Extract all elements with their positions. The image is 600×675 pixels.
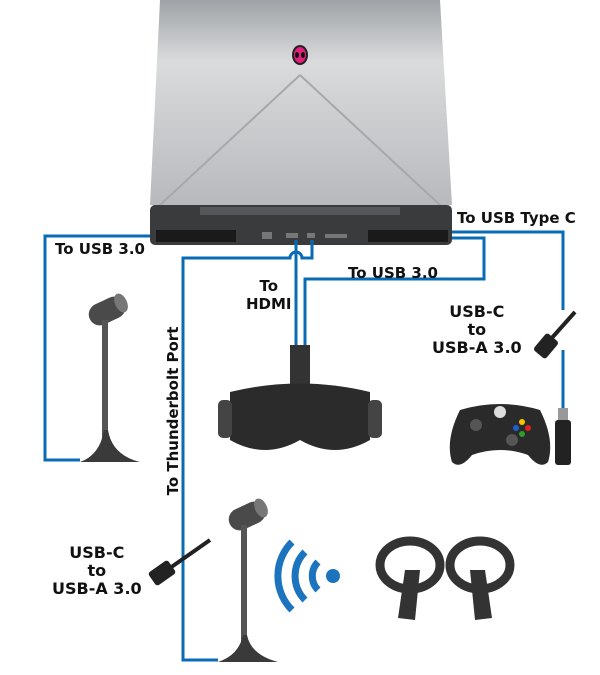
sensor-icon (218, 498, 278, 662)
vr-headset-icon (218, 345, 382, 450)
label-hdmi: To HDMI (246, 277, 292, 313)
label-thunderbolt: To Thunderbolt Port (164, 326, 182, 496)
alien-logo-icon (292, 45, 308, 65)
laptop-icon (150, 0, 452, 245)
wifi-signal-icon (274, 539, 340, 613)
label-left-sensor-usb: To USB 3.0 (55, 240, 145, 258)
cable-usb-type-c (452, 230, 565, 310)
label-adapter-right: USB-C to USB-A 3.0 (432, 302, 522, 357)
label-usb-type-c: To USB Type C (457, 209, 576, 227)
wireless-dongle-icon (555, 408, 571, 465)
cable-headset-usb (303, 236, 486, 345)
usb-c-adapter-icon (148, 538, 212, 586)
cable-left-sensor (43, 234, 150, 462)
touch-controllers-icon (375, 536, 515, 620)
usb-c-adapter-icon (534, 310, 577, 359)
label-headset-usb: To USB 3.0 (348, 264, 438, 282)
xbox-controller-icon (449, 404, 551, 465)
cables (43, 230, 565, 662)
label-adapter-left: USB-C to USB-A 3.0 (52, 543, 142, 598)
sensor-icon (80, 293, 140, 462)
